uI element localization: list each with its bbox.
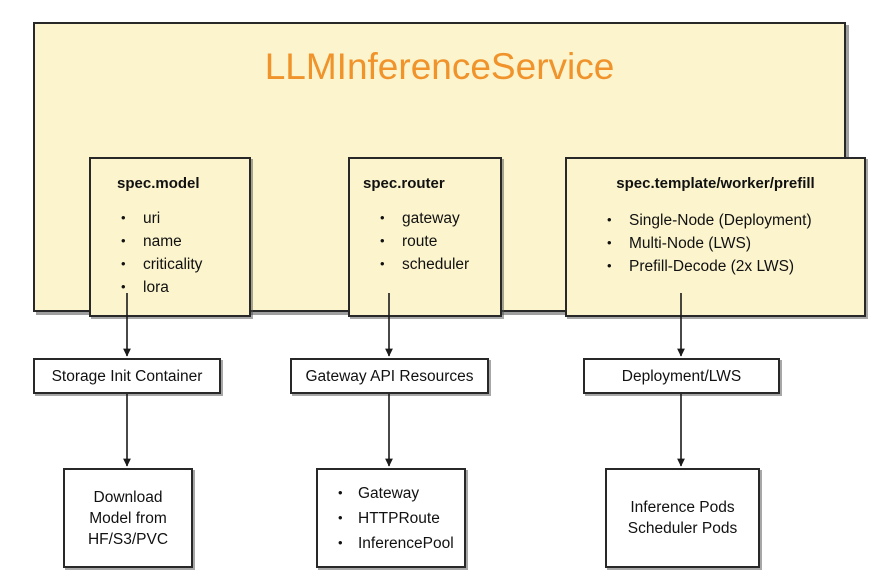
list-item: Multi-Node (LWS) [605, 231, 812, 255]
list-item: criticality [119, 252, 202, 276]
list-item: Gateway [336, 480, 454, 506]
spec-template-list: Single-Node (Deployment) Multi-Node (LWS… [605, 208, 812, 278]
list-item: Prefill-Decode (2x LWS) [605, 254, 812, 278]
spec-router-list: gateway route scheduler [378, 206, 469, 276]
spec-template-box[interactable]: spec.template/worker/prefill Single-Node… [565, 157, 866, 317]
page-title: LLMInferenceService [264, 46, 615, 87]
spec-model-box[interactable]: spec.model uri name criticality lora [89, 157, 251, 317]
list-item: HTTPRoute [336, 505, 454, 531]
spec-model-title: spec.model [117, 175, 200, 192]
list-item: InferencePool [336, 530, 454, 556]
download-model-label: Download Model from HF/S3/PVC [87, 488, 169, 548]
list-item: uri [119, 206, 202, 230]
deployment-lws-label: Deployment/LWS [621, 367, 742, 385]
list-item: name [119, 229, 202, 253]
download-model-box[interactable]: Download Model from HF/S3/PVC [63, 468, 193, 568]
list-item: scheduler [378, 252, 469, 276]
deployment-lws-box[interactable]: Deployment/LWS [583, 358, 780, 394]
inference-pods-label: Inference Pods Scheduler Pods [627, 499, 738, 537]
spec-model-list: uri name criticality lora [119, 206, 202, 299]
spec-router-title: spec.router [363, 175, 445, 192]
list-item: gateway [378, 206, 469, 230]
gateway-api-resources-label: Gateway API Resources [305, 367, 474, 385]
spec-template-title: spec.template/worker/prefill [616, 175, 815, 192]
gateway-resources-list: Gateway HTTPRoute InferencePool [318, 480, 454, 556]
inference-pods-box[interactable]: Inference Pods Scheduler Pods [605, 468, 760, 568]
spec-router-box[interactable]: spec.router gateway route scheduler [348, 157, 502, 317]
storage-init-container-box[interactable]: Storage Init Container [33, 358, 221, 394]
list-item: route [378, 229, 469, 253]
llminferenceservice-container: LLMInferenceService spec.model uri name … [33, 22, 866, 317]
gateway-api-resources-box[interactable]: Gateway API Resources [290, 358, 489, 394]
gateway-resources-box[interactable]: Gateway HTTPRoute InferencePool [316, 468, 466, 568]
list-item: Single-Node (Deployment) [605, 208, 812, 232]
list-item: lora [119, 275, 202, 299]
storage-init-container-label: Storage Init Container [51, 367, 203, 385]
